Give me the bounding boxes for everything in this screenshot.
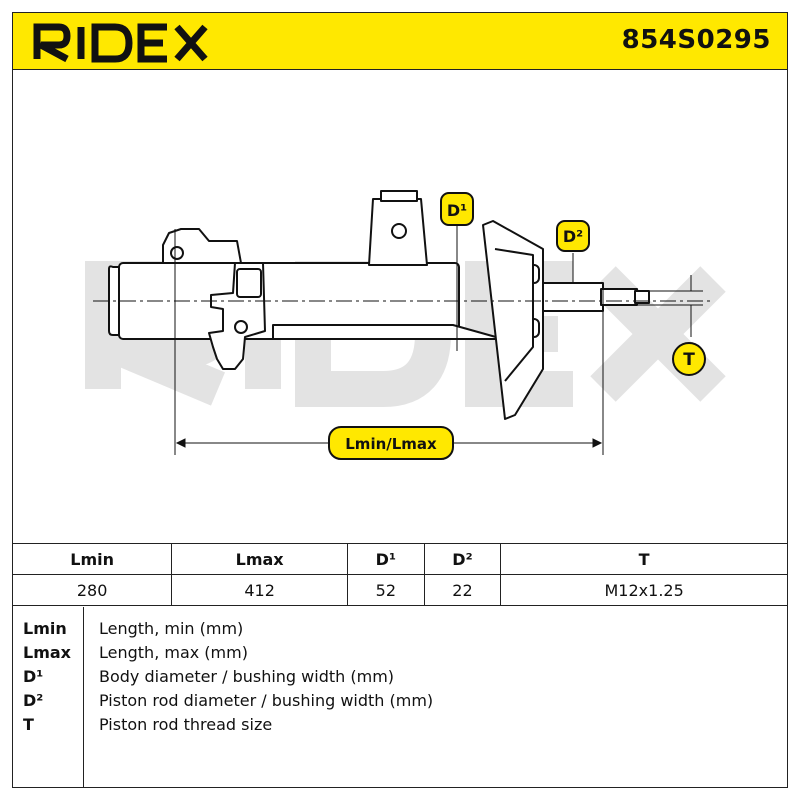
legend-key: D²	[23, 691, 44, 710]
badge-d1: D¹	[440, 192, 474, 226]
header-bar: 854S0295	[13, 13, 787, 70]
badge-length-label: Lmin/Lmax	[345, 435, 437, 453]
legend-desc: Piston rod thread size	[99, 715, 273, 734]
specifications-table: Lmin Lmax D¹ D² T 280 412 52 22 M12x1.25	[13, 543, 787, 606]
header-d2: D²	[424, 543, 502, 575]
table-row: 280 412 52 22 M12x1.25	[13, 574, 787, 606]
table-header-row: Lmin Lmax D¹ D² T	[13, 543, 787, 575]
legend-desc: Length, min (mm)	[99, 619, 244, 638]
legend: Lmin Length, min (mm) Lmax Length, max (…	[13, 607, 787, 787]
product-sheet: 854S0295	[12, 12, 788, 788]
header-t: T	[500, 543, 787, 575]
technical-drawing: D¹ D² T Lmin/Lmax	[13, 69, 787, 557]
value-lmin: 280	[13, 574, 173, 606]
legend-key: T	[23, 715, 34, 734]
value-t: M12x1.25	[500, 574, 787, 606]
badge-d1-label: D¹	[447, 201, 467, 220]
badge-d2: D²	[556, 220, 590, 252]
legend-divider	[83, 607, 84, 787]
value-d1: 52	[347, 574, 425, 606]
legend-desc: Piston rod diameter / bushing width (mm)	[99, 691, 434, 710]
header-lmax: Lmax	[171, 543, 349, 575]
legend-key: D¹	[23, 667, 44, 686]
value-lmax: 412	[171, 574, 349, 606]
legend-key: Lmin	[23, 619, 67, 638]
badge-d2-label: D²	[563, 227, 583, 246]
part-number: 854S0295	[621, 25, 771, 55]
badge-t-label: T	[683, 350, 695, 370]
legend-desc: Length, max (mm)	[99, 643, 248, 662]
legend-key: Lmax	[23, 643, 71, 662]
header-lmin: Lmin	[13, 543, 173, 575]
value-d2: 22	[424, 574, 502, 606]
header-d1: D¹	[347, 543, 425, 575]
badge-t: T	[672, 342, 706, 376]
badge-length: Lmin/Lmax	[328, 426, 454, 460]
legend-desc: Body diameter / bushing width (mm)	[99, 667, 395, 686]
ridex-logo	[33, 23, 208, 63]
